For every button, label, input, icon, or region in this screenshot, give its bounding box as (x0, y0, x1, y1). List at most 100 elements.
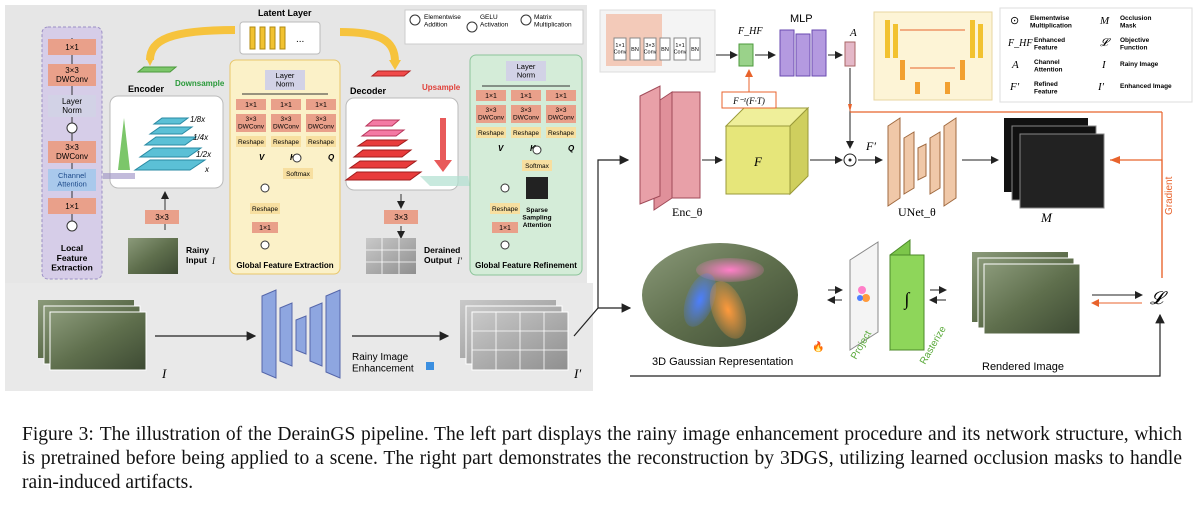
caption-label: Figure 3: (22, 424, 94, 445)
figure-caption: Figure 3:The illustration of the DerainG… (22, 423, 1182, 495)
cube-icon (426, 362, 434, 370)
local-item-label: 1×1 (65, 43, 79, 52)
f-prime-label: F′ (865, 139, 876, 153)
gfe-title: Global Feature Extraction (236, 261, 333, 270)
local-item-box (48, 141, 96, 163)
conv-stack-label: BN (691, 47, 699, 53)
gfe-conv1: 1×1 (245, 102, 257, 109)
gfe-softmax: Softmax (286, 171, 311, 178)
matmul-icon (292, 153, 302, 163)
rainy-input-symbol: I (211, 256, 216, 266)
gfr-reshape-out: Reshape (492, 206, 518, 213)
add-icon (500, 240, 510, 250)
gelu-icon (66, 122, 78, 134)
gfr-q: Q (568, 144, 575, 153)
gfe-v: V (259, 153, 265, 162)
gfr-softmax: Softmax (525, 163, 550, 170)
conv-stack-label: BN (661, 47, 669, 53)
legend-right-text: Enhanced Image (1120, 83, 1172, 90)
encoder-latent-slab (136, 66, 178, 73)
local-item-box (48, 64, 96, 86)
legend-right-text: Rainy Image (1120, 61, 1159, 68)
integral-symbol: ∫ (904, 289, 911, 310)
enc-label: Enc_θ (672, 205, 703, 219)
encoder-conv-label: 3×3 (155, 213, 169, 222)
derained-output-image (366, 238, 416, 274)
input-to-loss-line (630, 313, 1165, 377)
sparse-attention-map (526, 177, 548, 199)
a-label: A (849, 27, 857, 39)
downsample-label: Downsample (175, 79, 225, 88)
decoder-down-arrow (434, 118, 452, 172)
gfr-reshape: Reshape (478, 130, 504, 137)
matmul-icon (260, 183, 270, 193)
legend-right-symbol: ⊙ (1010, 15, 1019, 27)
encoder-conv-box (145, 210, 179, 224)
mask-label: M (1040, 210, 1053, 225)
latent-dots: ... (296, 34, 304, 45)
local-item-box (48, 95, 96, 117)
f-label: F (753, 154, 763, 169)
gaussian-orange (709, 281, 747, 339)
decoder-conv-box (384, 210, 418, 224)
gfr-v: V (498, 144, 504, 153)
fft-label: F⁻¹(F·T) (732, 96, 765, 106)
gfr-conv-out: 1×1 (499, 225, 511, 232)
latent-label: Latent Layer (258, 8, 312, 18)
scale-label: 1/4x (193, 133, 209, 142)
enhancement-network (261, 289, 341, 379)
encoder-to-latent-arrow (146, 26, 236, 61)
scale-label: x (204, 165, 210, 174)
latent-to-decoder-arrow (339, 28, 399, 63)
gfr-reshape: Reshape (548, 130, 574, 137)
gfr-conv1: 1×1 (555, 93, 567, 100)
gelu-icon (466, 21, 478, 33)
mlp-label: MLP (790, 13, 813, 25)
local-item-box (48, 169, 96, 191)
output-symbol: I′ (573, 366, 581, 381)
legend-right-symbol: F′ (1009, 81, 1020, 93)
gfr-title: Global Feature Refinement (475, 261, 577, 270)
scale-label: 1/2x (196, 150, 212, 159)
fire-icon: 🔥 (812, 340, 824, 353)
encoder-up-arrow (118, 118, 130, 170)
add-icon (66, 220, 78, 232)
legend-right-symbol: F_HF (1007, 38, 1033, 49)
matmul-icon (520, 14, 532, 26)
matmul-icon (532, 145, 542, 155)
right-middle: Enc_θ F F⁻¹(F·T) F′ UNet_θ M Gradient (639, 69, 1175, 278)
input-symbol: I (161, 366, 167, 381)
decoder-conv-label: 3×3 (394, 213, 408, 222)
encoder-label: Encoder (128, 84, 165, 94)
gfe-conv-out: 1×1 (259, 225, 271, 232)
local-item-box (48, 39, 96, 55)
local-item-label: 1×1 (65, 202, 79, 211)
rendered-label: Rendered Image (982, 361, 1064, 373)
encoder: 1/8x 1/4x 1/2x x Encoder Downsample 3×3 … (103, 26, 236, 274)
scale-label: 1/8x (190, 115, 206, 124)
gfe-reshape: Reshape (238, 139, 264, 146)
